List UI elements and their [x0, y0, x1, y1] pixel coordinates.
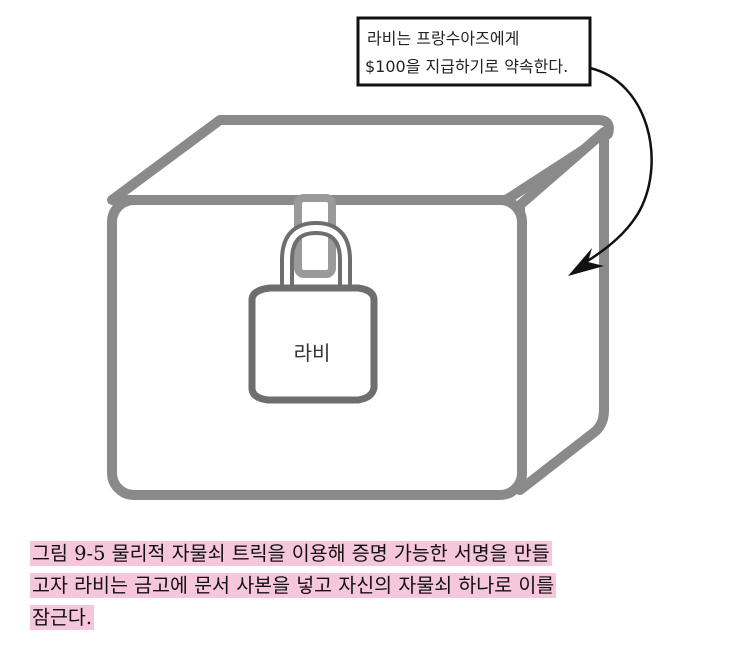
caption-line-1: 그림 9-5 물리적 자물쇠 트릭을 이용해 증명 가능한 서명을 만들 — [30, 541, 552, 566]
box-side-face — [515, 127, 609, 495]
padlock-owner-label: 라비 — [294, 341, 331, 365]
padlock-body — [248, 284, 378, 404]
caption-line-2: 고자 라비는 금고에 문서 사본을 넣고 자신의 자물쇠 하나로 이를 — [30, 573, 557, 598]
callout-line-1: 라비는 프랑수아즈에게 — [367, 29, 519, 48]
callout-arrow — [585, 66, 653, 264]
caption-line-3: 잠근다. — [30, 605, 95, 630]
callout-line-2: $100을 지급하기로 약속한다. — [365, 57, 568, 76]
padlock-shackle-inner — [284, 224, 348, 301]
lockbox-illustration: 라비 라비는 프랑수아즈에게 $100을 지급하기로 약속한다. — [107, 16, 653, 500]
callout-box — [356, 16, 592, 87]
figure-caption: 그림 9-5 물리적 자물쇠 트릭을 이용해 증명 가능한 서명을 만들 고자 … — [30, 538, 710, 634]
arrow-head — [568, 248, 604, 276]
